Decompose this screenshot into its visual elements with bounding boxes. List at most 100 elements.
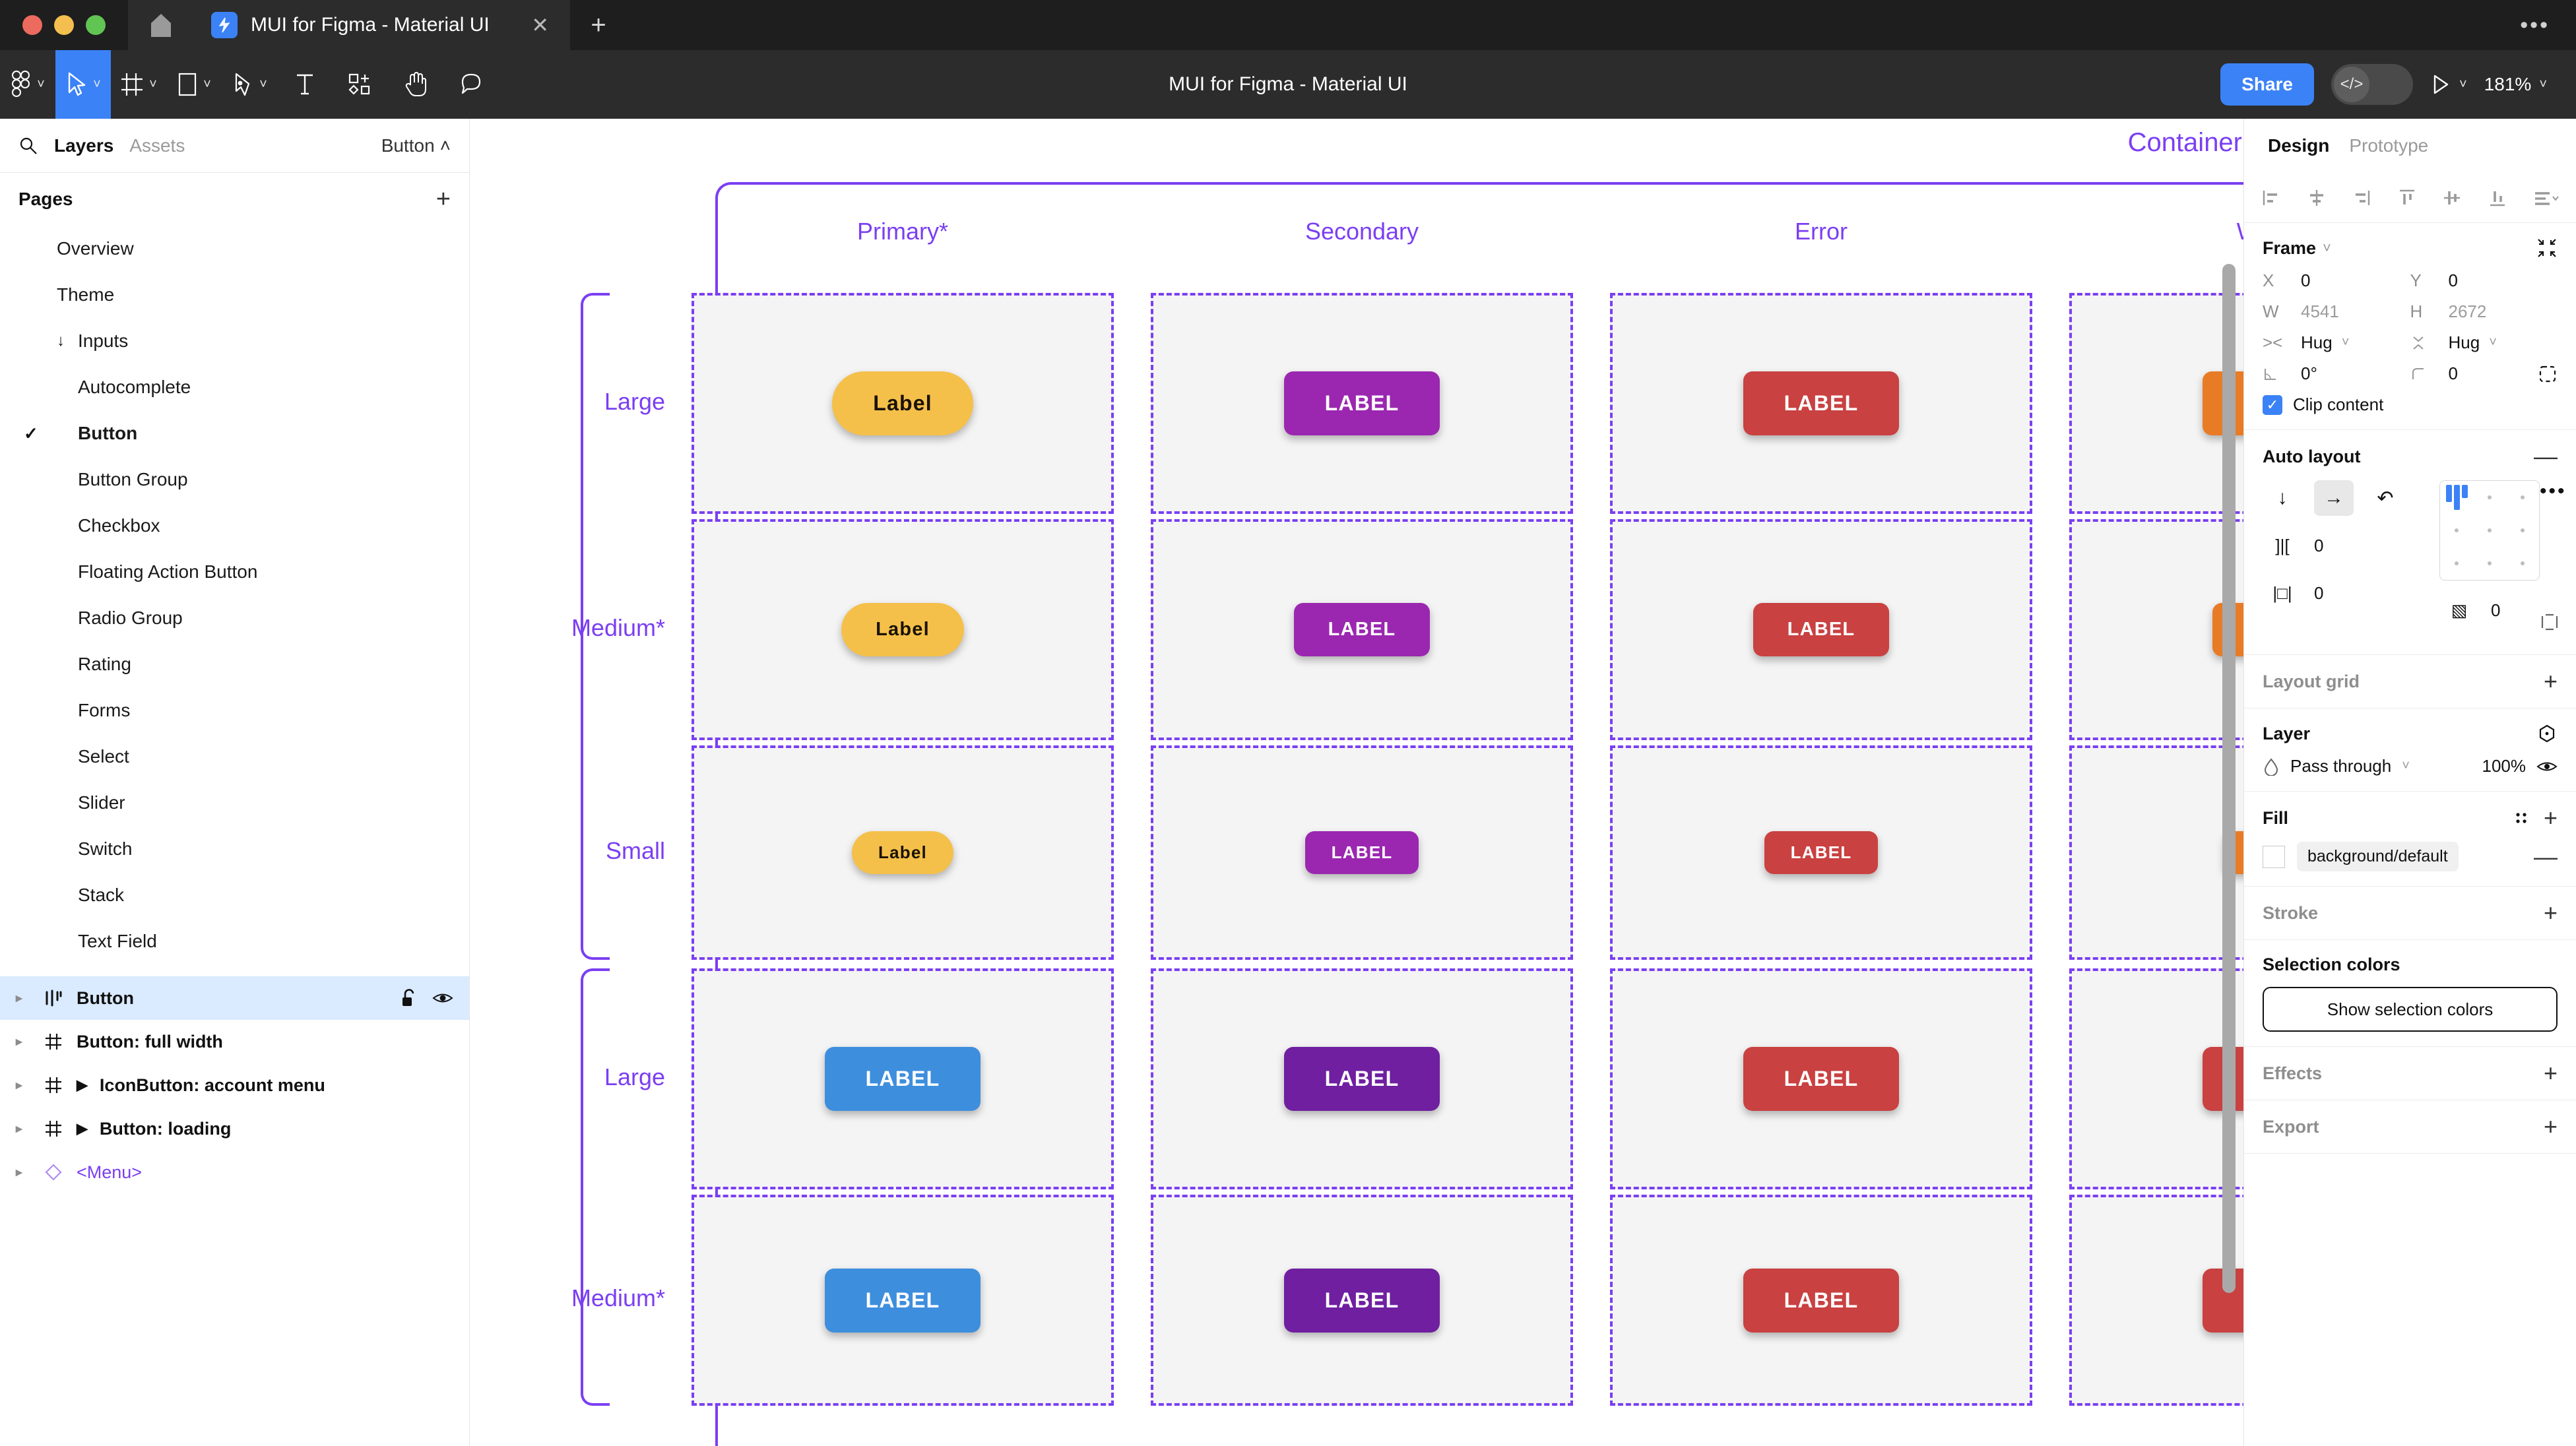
figma-menu-button[interactable]: ˅ [0, 50, 55, 119]
add-page-button[interactable]: + [435, 185, 451, 213]
grid-cell[interactable]: LABEL [2069, 519, 2243, 740]
add-export-button[interactable]: + [2543, 1113, 2558, 1140]
design-button[interactable]: LABEL [1743, 1047, 1900, 1111]
design-button[interactable]: LABEL [1304, 831, 1419, 874]
zoom-control[interactable]: 181% ˅ [2484, 74, 2547, 95]
disclosure-triangle-icon[interactable]: ▸ [16, 991, 22, 1005]
close-window-button[interactable] [22, 15, 42, 35]
page-item-slider[interactable]: Slider [0, 780, 469, 826]
grid-cell[interactable]: LABEL [1610, 745, 2032, 960]
layer-row[interactable]: ▸▶Button: loading [0, 1107, 469, 1150]
frame-height-field[interactable]: H 2672 [2410, 301, 2558, 322]
page-item-button[interactable]: ✓Button [0, 410, 469, 456]
tab-design[interactable]: Design [2268, 135, 2330, 156]
remove-auto-layout-button[interactable]: — [2534, 443, 2558, 470]
auto-layout-more-button[interactable]: ••• [2540, 480, 2567, 502]
expand-caret-icon[interactable]: ▶ [77, 1077, 88, 1093]
comment-tool-button[interactable] [443, 50, 499, 119]
design-button[interactable]: LABEL [824, 1047, 981, 1111]
disclosure-triangle-icon[interactable]: ▸ [16, 1034, 22, 1049]
new-tab-button[interactable]: + [591, 10, 606, 40]
page-item-select[interactable]: Select [0, 734, 469, 780]
chevron-down-icon[interactable]: ˅ [2341, 335, 2350, 350]
minimize-window-button[interactable] [54, 15, 74, 35]
horizontal-resize-field[interactable]: >< Hug ˅ [2263, 332, 2410, 353]
page-item-floating-action-button[interactable]: Floating Action Button [0, 549, 469, 595]
browser-tab[interactable]: MUI for Figma - Material UI ✕ [194, 0, 570, 50]
tab-layers[interactable]: Layers [54, 135, 114, 156]
shape-tool-button[interactable]: ˅ [166, 50, 222, 119]
dev-mode-toggle[interactable]: </> [2331, 64, 2413, 105]
align-top-icon[interactable] [2397, 188, 2417, 208]
align-left-icon[interactable] [2261, 188, 2281, 208]
page-item-autocomplete[interactable]: Autocomplete [0, 364, 469, 410]
add-effect-button[interactable]: + [2543, 1059, 2558, 1086]
align-dot[interactable] [2521, 561, 2525, 565]
design-button[interactable]: LABEL [1743, 1268, 1900, 1333]
grid-cell[interactable]: LABEL [1151, 1195, 1573, 1406]
grid-cell[interactable]: LABEL [692, 968, 1114, 1189]
align-dot[interactable] [2455, 528, 2459, 532]
align-dot[interactable] [2488, 528, 2492, 532]
chevron-down-icon[interactable]: ˅ [2402, 759, 2410, 773]
layer-effects-icon[interactable] [2536, 723, 2558, 744]
design-button[interactable]: LABEL [1283, 1268, 1440, 1333]
design-button[interactable]: LABEL [1764, 831, 1879, 874]
grid-cell[interactable]: LABEL [1610, 519, 2032, 740]
gap-value[interactable]: 0 [2314, 535, 2324, 555]
grid-cell[interactable]: Label [692, 293, 1114, 514]
disclosure-triangle-icon[interactable]: ▸ [16, 1165, 22, 1179]
grid-cell[interactable]: LABEL [1151, 968, 1573, 1189]
grid-cell[interactable]: Label [692, 519, 1114, 740]
distribute-icon[interactable] [2532, 188, 2559, 208]
maximize-window-button[interactable] [86, 15, 106, 35]
page-item-radio-group[interactable]: Radio Group [0, 595, 469, 641]
resources-tool-button[interactable] [333, 50, 388, 119]
share-button[interactable]: Share [2220, 63, 2314, 106]
align-dot[interactable] [2455, 561, 2459, 565]
grid-cell[interactable]: LABEL [692, 1195, 1114, 1406]
eye-icon[interactable] [2536, 759, 2558, 774]
design-canvas[interactable]: Container Primary*SecondaryErrorWarningL… [470, 119, 2243, 1446]
layer-row[interactable]: ▸▶IconButton: account menu [0, 1063, 469, 1107]
grid-cell[interactable]: LABEL [2069, 745, 2243, 960]
design-button[interactable]: Label [852, 831, 953, 874]
grid-cell[interactable]: LABEL [2069, 293, 2243, 514]
add-stroke-button[interactable]: + [2543, 899, 2558, 926]
home-button[interactable] [128, 0, 194, 50]
fill-color-token[interactable]: background/default [2297, 842, 2459, 871]
design-button[interactable]: Label [832, 371, 973, 435]
fill-color-swatch[interactable] [2263, 845, 2285, 868]
design-button[interactable]: LABEL [1753, 603, 1890, 656]
vertical-resize-field[interactable]: Hug ˅ [2410, 332, 2558, 353]
chevron-down-icon[interactable]: ˅ [2489, 335, 2497, 350]
layer-row[interactable]: ▸Button [0, 976, 469, 1020]
unlock-icon[interactable] [401, 988, 418, 1008]
grid-cell[interactable]: LABEL [1610, 293, 2032, 514]
frame-name-label[interactable]: Container [2127, 128, 2242, 157]
collapse-icon[interactable] [2536, 237, 2558, 259]
page-item-inputs[interactable]: ↓Inputs [0, 318, 469, 364]
corner-radius-field[interactable]: 0 [2410, 363, 2558, 384]
padding-vertical-value[interactable]: 0 [2491, 600, 2501, 620]
move-tool-button[interactable]: ˅ [55, 50, 111, 119]
grid-cell[interactable]: Label [692, 745, 1114, 960]
design-button[interactable]: LABEL [1283, 1047, 1440, 1111]
align-right-icon[interactable] [2352, 188, 2371, 208]
add-layout-grid-button[interactable]: + [2543, 668, 2558, 695]
padding-horizontal-value[interactable]: 0 [2314, 582, 2324, 603]
layer-row[interactable]: ▸Button: full width [0, 1020, 469, 1063]
browser-menu-icon[interactable]: ••• [2520, 12, 2550, 38]
chevron-down-icon[interactable]: ˅ [2323, 239, 2331, 256]
grid-cell[interactable]: LABEL [1151, 519, 1573, 740]
frame-y-field[interactable]: Y 0 [2410, 270, 2558, 291]
align-horizontal-center-icon[interactable] [2307, 188, 2327, 208]
blend-mode-value[interactable]: Pass through [2290, 756, 2392, 776]
page-item-theme[interactable]: Theme [0, 272, 469, 318]
align-bottom-icon[interactable] [2488, 188, 2507, 208]
page-item-text-field[interactable]: Text Field [0, 918, 469, 964]
search-icon[interactable] [18, 136, 38, 156]
close-tab-icon[interactable]: ✕ [531, 13, 549, 37]
grid-cell[interactable]: LABEL [2069, 1195, 2243, 1406]
align-dot[interactable] [2488, 495, 2492, 499]
